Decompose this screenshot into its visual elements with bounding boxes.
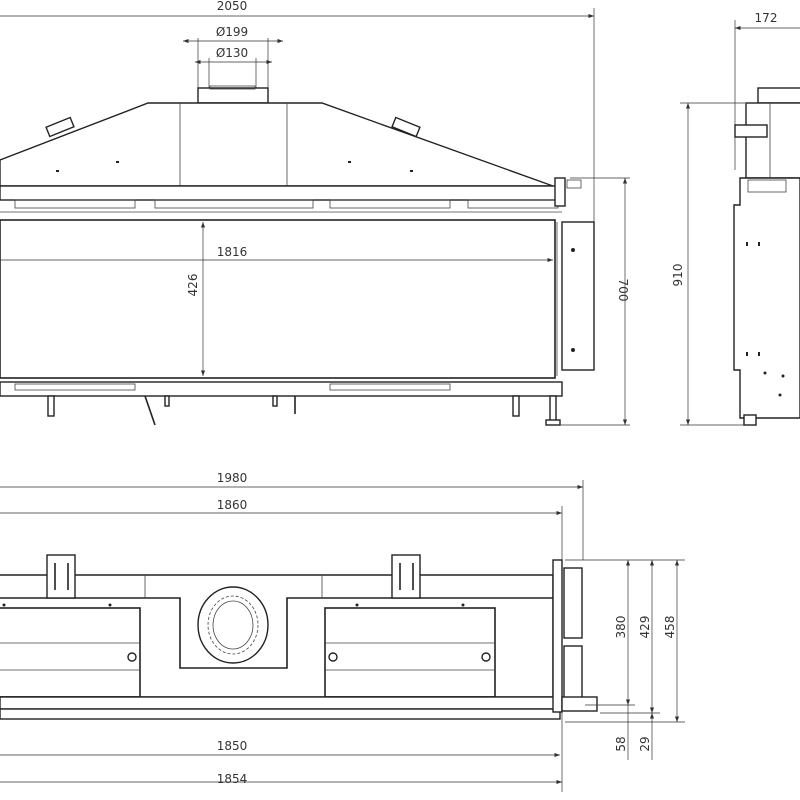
mount-bracket <box>391 554 421 599</box>
hood-bracket <box>45 116 75 138</box>
front-lip <box>0 708 561 720</box>
dim-depth-380: 380 <box>614 616 628 639</box>
side-body <box>733 177 800 419</box>
front-rail <box>0 696 561 710</box>
dim-base-width: 1854 <box>217 772 248 786</box>
dim-offset-29: 29 <box>638 736 652 751</box>
hood-bracket <box>391 116 421 138</box>
dim-top-inner-width: 1860 <box>217 498 248 512</box>
bottom-frame <box>0 381 563 397</box>
dim-top-overall-width: 1980 <box>217 471 248 485</box>
side-hood <box>745 102 800 179</box>
dim-glass-height: 426 <box>186 274 200 297</box>
dim-flue-inner: Ø130 <box>216 46 248 60</box>
dim-total-height: 910 <box>671 264 685 287</box>
side-foot <box>743 414 757 426</box>
fan-icon <box>197 586 269 664</box>
glass-panel <box>0 219 556 379</box>
side-panel <box>561 221 595 371</box>
end-panel <box>552 559 563 713</box>
top-body <box>0 574 554 698</box>
dim-depth-458: 458 <box>663 616 677 639</box>
dim-depth: 172 <box>755 11 778 25</box>
mount-bracket <box>46 554 76 599</box>
front-view: 2050 Ø199 Ø130 1816 426 <box>0 0 630 426</box>
flue-collar <box>197 87 269 104</box>
dim-depth-429: 429 <box>638 616 652 639</box>
dim-flue-outer: Ø199 <box>216 25 248 39</box>
top-frame <box>0 185 563 201</box>
side-flue <box>757 87 800 104</box>
dim-body-height: 700 <box>616 279 630 302</box>
dim-offset-58: 58 <box>614 736 628 751</box>
hood <box>0 102 554 187</box>
feet <box>47 395 561 426</box>
dim-overall-width: 2050 <box>217 0 248 13</box>
top-view: 1980 1860 <box>0 471 685 792</box>
dim-glass-width: 1816 <box>217 245 248 259</box>
dim-front-width: 1850 <box>217 739 248 753</box>
side-view: 172 910 <box>671 11 800 426</box>
